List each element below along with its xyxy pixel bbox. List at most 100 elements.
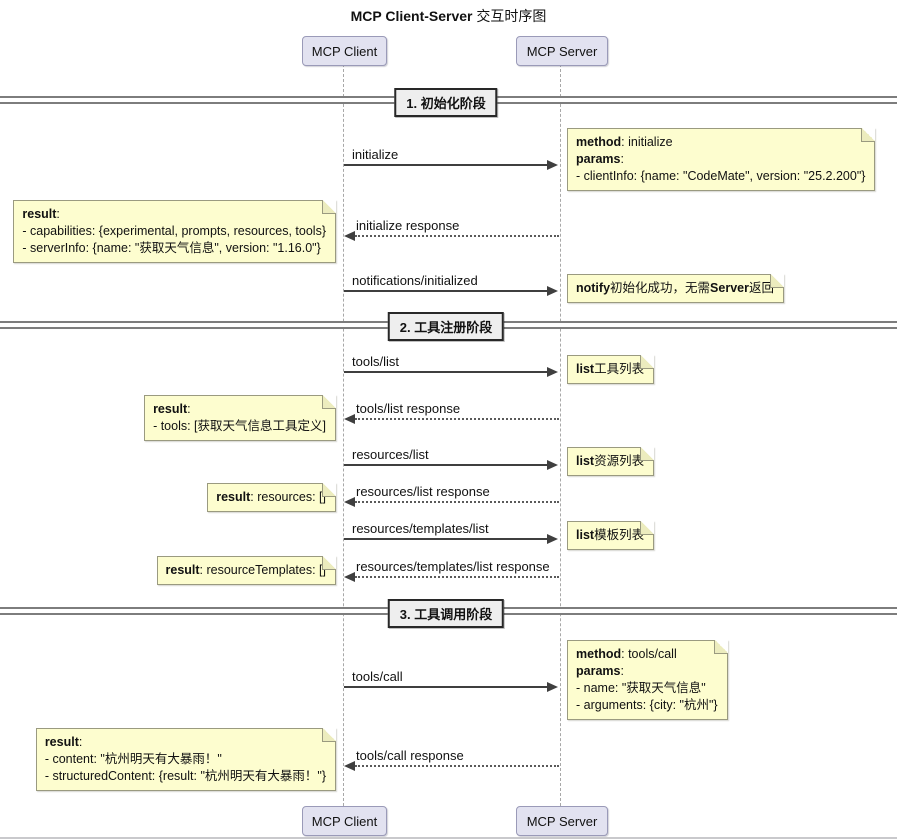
note-line: - capabilities: {experimental, prompts, … [22,223,326,240]
note-key: result [44,735,79,749]
message-label-initialize: initialize [352,147,399,162]
diagram-title: MCP Client-Server 交互时序图 [0,6,897,26]
note-text: : [187,402,191,416]
note-resources-result: result: resources: [] [207,483,336,512]
note-text: - structuredContent: {result: "杭州明天有大暴雨！… [44,769,326,783]
arrow-tools-list [344,371,548,373]
message-label-notifications-initialized: notifications/initialized [352,273,478,288]
note-text: : [56,207,60,221]
arrowhead-tools-list [547,367,558,377]
participant-client-bottom: MCP Client [302,806,387,836]
note-key: result [153,402,188,416]
note-text: : resources: [] [250,490,326,504]
note-fold-icon [640,355,655,369]
arrowhead-tools-call-response [344,761,355,771]
participant-server-label: MCP Server [526,43,598,59]
note-text: : resourceTemplates: [] [199,563,326,577]
note-text: : tools/call [621,647,677,661]
note-line: result: resourceTemplates: [] [166,562,327,579]
arrow-initialize [344,164,548,166]
note-fold-icon [322,200,336,214]
arrowhead-resources-list-response [344,497,355,507]
lifeline-client [343,64,344,806]
note-tools-list-result: result: - tools: [获取天气信息工具定义] [144,395,336,441]
note-fold-icon [640,521,655,535]
note-key: list [576,528,595,542]
note-line: - name: "获取天气信息" [576,680,718,697]
note-text: : [620,152,624,166]
note-text: - clientInfo: {name: "CodeMate", version… [576,169,866,183]
note-fold-icon [640,447,655,461]
note-key: method [576,135,622,149]
arrow-resources-list [344,464,548,466]
note-key: method [576,647,622,661]
note-text: 工具列表 [594,362,645,376]
message-label-resources-templates-list: resources/templates/list [352,521,489,536]
diagram-title-normal: 交互时序图 [472,8,547,24]
note-line: result: [153,401,326,418]
lifeline-server [560,64,561,806]
note-line: - arguments: {city: "杭州"} [576,697,718,714]
participant-client-label: MCP Client [311,813,378,829]
note-line: result: [22,206,326,223]
note-line: list资源列表 [576,453,644,470]
participant-client-label: MCP Client [311,43,378,59]
message-label-resources-list-response: resources/list response [356,484,490,499]
participant-server-label: MCP Server [526,813,598,829]
note-key: params [576,152,621,166]
arrow-resources-templates-list [344,538,548,540]
note-text: - tools: [获取天气信息工具定义] [153,419,326,433]
note-line: - clientInfo: {name: "CodeMate", version… [576,168,865,185]
arrowhead-resources-templates-list-response [344,572,355,582]
note-line: params: [576,151,865,168]
divider-1-label: 1. 初始化阶段 [394,88,498,117]
note-fold-icon [322,483,336,497]
arrowhead-notifications-initialized [547,286,558,296]
message-label-resources-list: resources/list [352,447,429,462]
participant-server-top: MCP Server [516,36,608,66]
note-line: - content: "杭州明天有大暴雨！" [45,751,326,768]
note-list-templates: list模板列表 [567,521,655,550]
arrow-tools-list-response [355,418,559,420]
note-key: Server [710,281,749,295]
note-line: list模板列表 [576,527,644,544]
note-fold-icon [770,274,784,288]
note-text: : initialize [621,135,673,149]
note-fold-icon [861,128,876,142]
arrowhead-initialize-response [344,231,355,241]
note-fold-icon [713,640,728,654]
note-key: notify [576,281,611,295]
note-key: result [165,563,200,577]
note-fold-icon [322,728,336,742]
note-text: 模板列表 [594,528,645,542]
note-text: 返回 [748,281,774,295]
note-key: params [576,664,621,678]
note-fold-icon [322,395,336,409]
note-key: list [576,362,595,376]
arrowhead-initialize [547,160,558,170]
arrow-initialize-response [355,235,559,237]
note-line: params: [576,663,718,680]
arrowhead-resources-templates-list [547,534,558,544]
note-text: : [78,735,83,749]
arrow-resources-list-response [355,501,559,503]
note-tools-call-result: result: - content: "杭州明天有大暴雨！" - structu… [35,728,336,791]
note-text: - content: "杭州明天有大暴雨！" [44,752,222,766]
note-text: - arguments: {city: "杭州"} [576,698,718,712]
note-line: notify初始化成功，无需Server返回 [576,280,774,297]
note-fold-icon [322,556,336,570]
note-line: result: [45,734,326,751]
note-text: - name: "获取天气信息" [576,681,706,695]
note-line: list工具列表 [576,361,644,378]
participant-server-bottom: MCP Server [516,806,608,836]
note-key: result [22,207,57,221]
diagram-title-bold: MCP Client-Server [350,8,473,24]
note-text: - serverInfo: {name: "获取天气信息", version: … [22,241,321,255]
arrowhead-resources-list [547,460,558,470]
arrow-resources-templates-list-response [355,576,559,578]
note-line: - serverInfo: {name: "获取天气信息", version: … [22,240,326,257]
viewport-bottom-edge [0,837,897,839]
arrowhead-tools-list-response [344,414,355,424]
note-initialize-request: method: initialize params: - clientInfo:… [567,128,876,191]
message-label-tools-list-response: tools/list response [356,401,461,416]
